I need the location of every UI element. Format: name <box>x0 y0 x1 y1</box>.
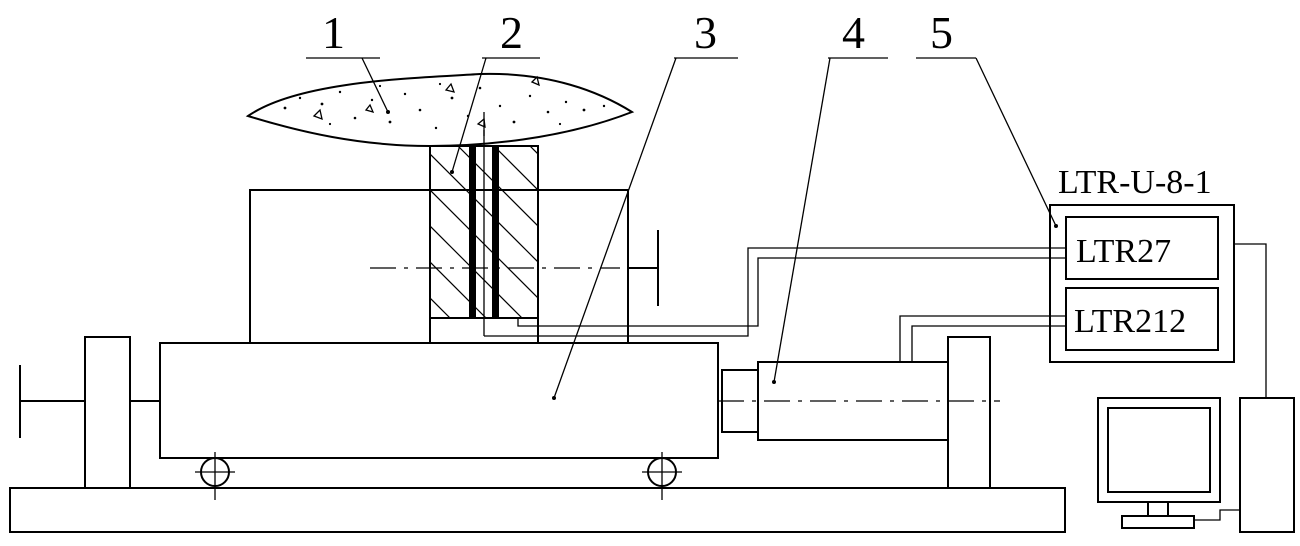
ltr212-module <box>1065 287 1219 351</box>
ltr27-module <box>1065 216 1219 280</box>
base-left-post <box>84 336 131 488</box>
rock-sample <box>245 72 635 148</box>
computer <box>1097 397 1295 533</box>
wiring-ltr212 <box>899 315 1066 362</box>
callout-2: 2 <box>500 7 523 58</box>
callout-1: 1 <box>322 7 345 58</box>
monitor <box>1097 397 1221 503</box>
strain-gauge-bar-2 <box>492 146 499 318</box>
base-frame <box>9 487 1066 533</box>
callout-4: 4 <box>842 7 865 58</box>
monitor-cable <box>1194 509 1240 521</box>
leader-5 <box>975 57 1057 227</box>
callout-3: 3 <box>694 7 717 58</box>
crate-cable <box>1234 243 1267 398</box>
crate-title: LTR-U-8-1 <box>1058 164 1212 201</box>
leader-1 <box>361 57 389 113</box>
sample-holder <box>429 130 539 344</box>
ltr212-label: LTR212 <box>1074 303 1186 340</box>
ltr-crate <box>1049 204 1235 363</box>
monitor-stand <box>1121 502 1195 529</box>
leader-3 <box>553 57 677 399</box>
rock-texture <box>283 82 606 130</box>
right-stop <box>628 230 659 306</box>
wiring-ltr27 <box>484 247 1066 337</box>
ltr27-label: LTR27 <box>1076 233 1171 270</box>
leader-2 <box>451 57 487 173</box>
monitor-screen <box>1107 407 1211 493</box>
callout-5: 5 <box>930 7 953 58</box>
left-adjuster <box>19 365 160 438</box>
strain-gauge-bar-1 <box>469 146 476 318</box>
leader-4 <box>773 57 831 383</box>
carriage-body <box>159 189 719 459</box>
system-unit <box>1239 397 1295 533</box>
wheel-right <box>642 452 682 500</box>
base-right-post <box>947 336 991 488</box>
wheel-left <box>195 452 235 500</box>
sensor-actuator <box>717 361 1000 441</box>
